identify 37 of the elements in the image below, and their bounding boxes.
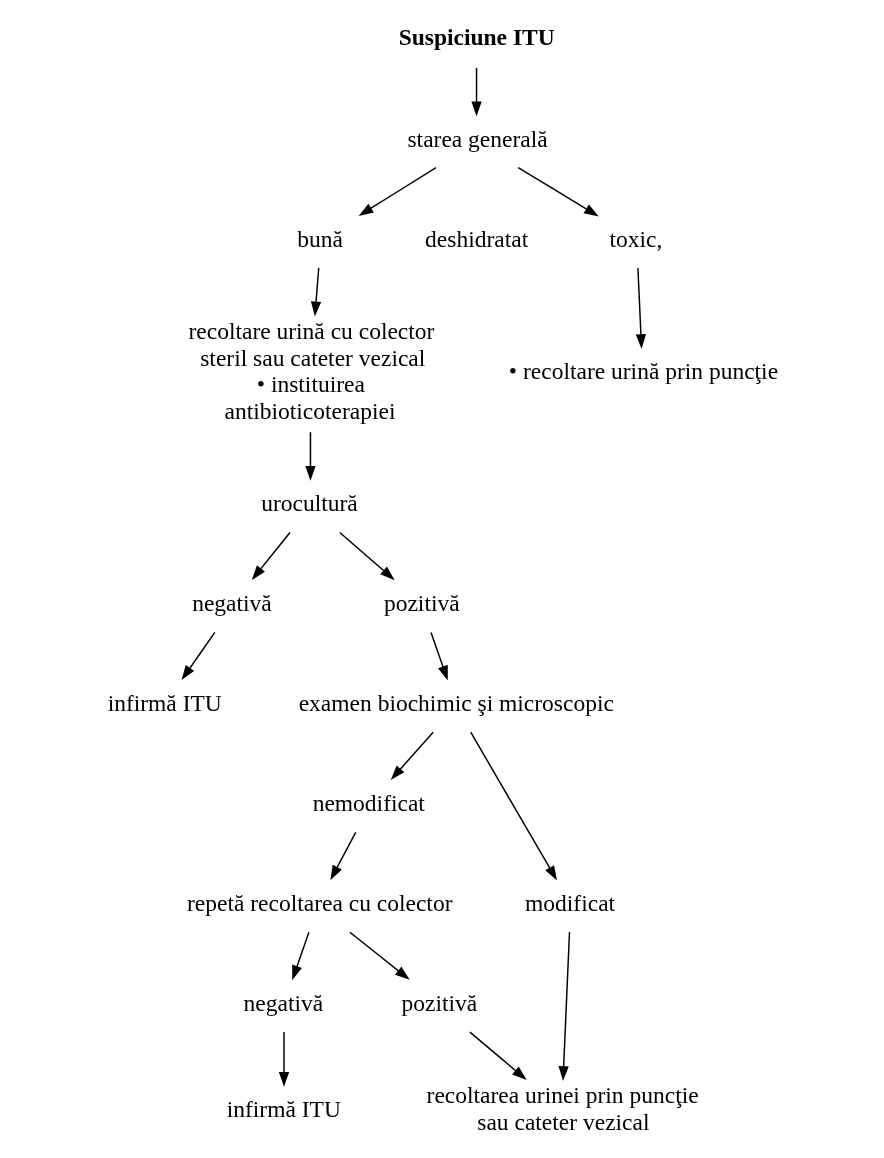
- arrow: [330, 831, 357, 881]
- node-text: nemodificat: [312, 789, 425, 816]
- node-text: examen biochimic şi microscopic: [298, 689, 614, 716]
- node-text: infirmă ITU: [226, 1095, 341, 1122]
- arrow: [517, 167, 599, 217]
- arrow: [181, 631, 216, 681]
- node-text: toxic,: [609, 225, 663, 252]
- arrow: [292, 931, 310, 981]
- node-text: repetă recoltarea cu colector: [187, 889, 453, 916]
- arrow: [635, 267, 647, 349]
- node-text: recoltarea urinei prin puncţie sau cateter vezical: [426, 1082, 699, 1135]
- arrow: [339, 531, 395, 581]
- node-text: • recoltare urină prin puncţie: [508, 357, 779, 384]
- arrow: [305, 431, 316, 481]
- node-text: infirmă ITU: [107, 689, 222, 716]
- node-text: negativă: [243, 989, 324, 1016]
- node-text: pozitivă: [401, 989, 478, 1016]
- arrow: [251, 531, 291, 581]
- node-text: pozitivă: [383, 590, 460, 617]
- node-text: urocultură: [261, 490, 358, 517]
- node-text: modificat: [525, 889, 616, 916]
- arrow: [390, 731, 434, 780]
- arrow: [278, 1031, 290, 1087]
- arrow: [470, 731, 557, 881]
- arrow: [310, 267, 322, 317]
- arrow: [349, 931, 410, 980]
- label: deshidratat: [425, 225, 529, 252]
- node-text: bună: [297, 225, 343, 252]
- arrow: [469, 1031, 527, 1080]
- arrow: [430, 631, 448, 681]
- node-text: recoltare urină cu colector steril sau cateter vezical • instituirea antibioticoterapiei: [188, 318, 435, 424]
- node-text: negativă: [192, 590, 272, 617]
- arrow: [558, 931, 571, 1081]
- arrow: [358, 167, 437, 216]
- arrow: [471, 67, 482, 117]
- node-text: Suspiciune ITU: [398, 24, 555, 51]
- node-text: starea generală: [407, 125, 548, 152]
